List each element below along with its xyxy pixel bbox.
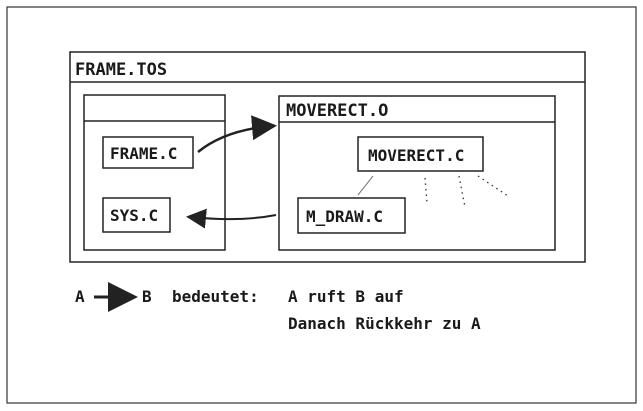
m-draw-c-box [297, 197, 406, 234]
frame-c-box [102, 136, 194, 169]
m-draw-c-label: M_DRAW.C [306, 207, 383, 226]
legend-line1: A ruft B auf [288, 287, 404, 306]
dependency-line [357, 175, 374, 196]
dotted-line [458, 175, 466, 208]
moverect-c-label: MOVERECT.C [368, 146, 464, 165]
moverect-o-title: MOVERECT.O [286, 101, 388, 121]
dotted-line [477, 175, 509, 197]
moverect-c-box [357, 136, 484, 172]
legend: A B bedeutet: A ruft B auf Danach Rückke… [75, 282, 481, 333]
legend-line2: Danach Rückkehr zu A [288, 314, 481, 333]
legend-a: A [75, 287, 85, 306]
sys-c-box [102, 197, 171, 233]
dotted-line [424, 177, 428, 204]
legend-means: bedeutet: [172, 287, 259, 306]
frame-c-label: FRAME.C [110, 144, 177, 163]
call-arrow-frame-to-moverect [197, 115, 277, 153]
page-border [6, 6, 637, 404]
call-arrow-moverect-to-sys [186, 208, 277, 229]
legend-b: B [142, 287, 152, 306]
sys-c-label: SYS.C [110, 206, 158, 225]
left-module-box: FRAME.C SYS.C [83, 94, 226, 251]
moverect-o-box: MOVERECT.O MOVERECT.C M_DRAW.C [278, 95, 556, 251]
frame-tos-box: FRAME.TOS [69, 51, 586, 263]
frame-tos-title: FRAME.TOS [75, 60, 167, 80]
